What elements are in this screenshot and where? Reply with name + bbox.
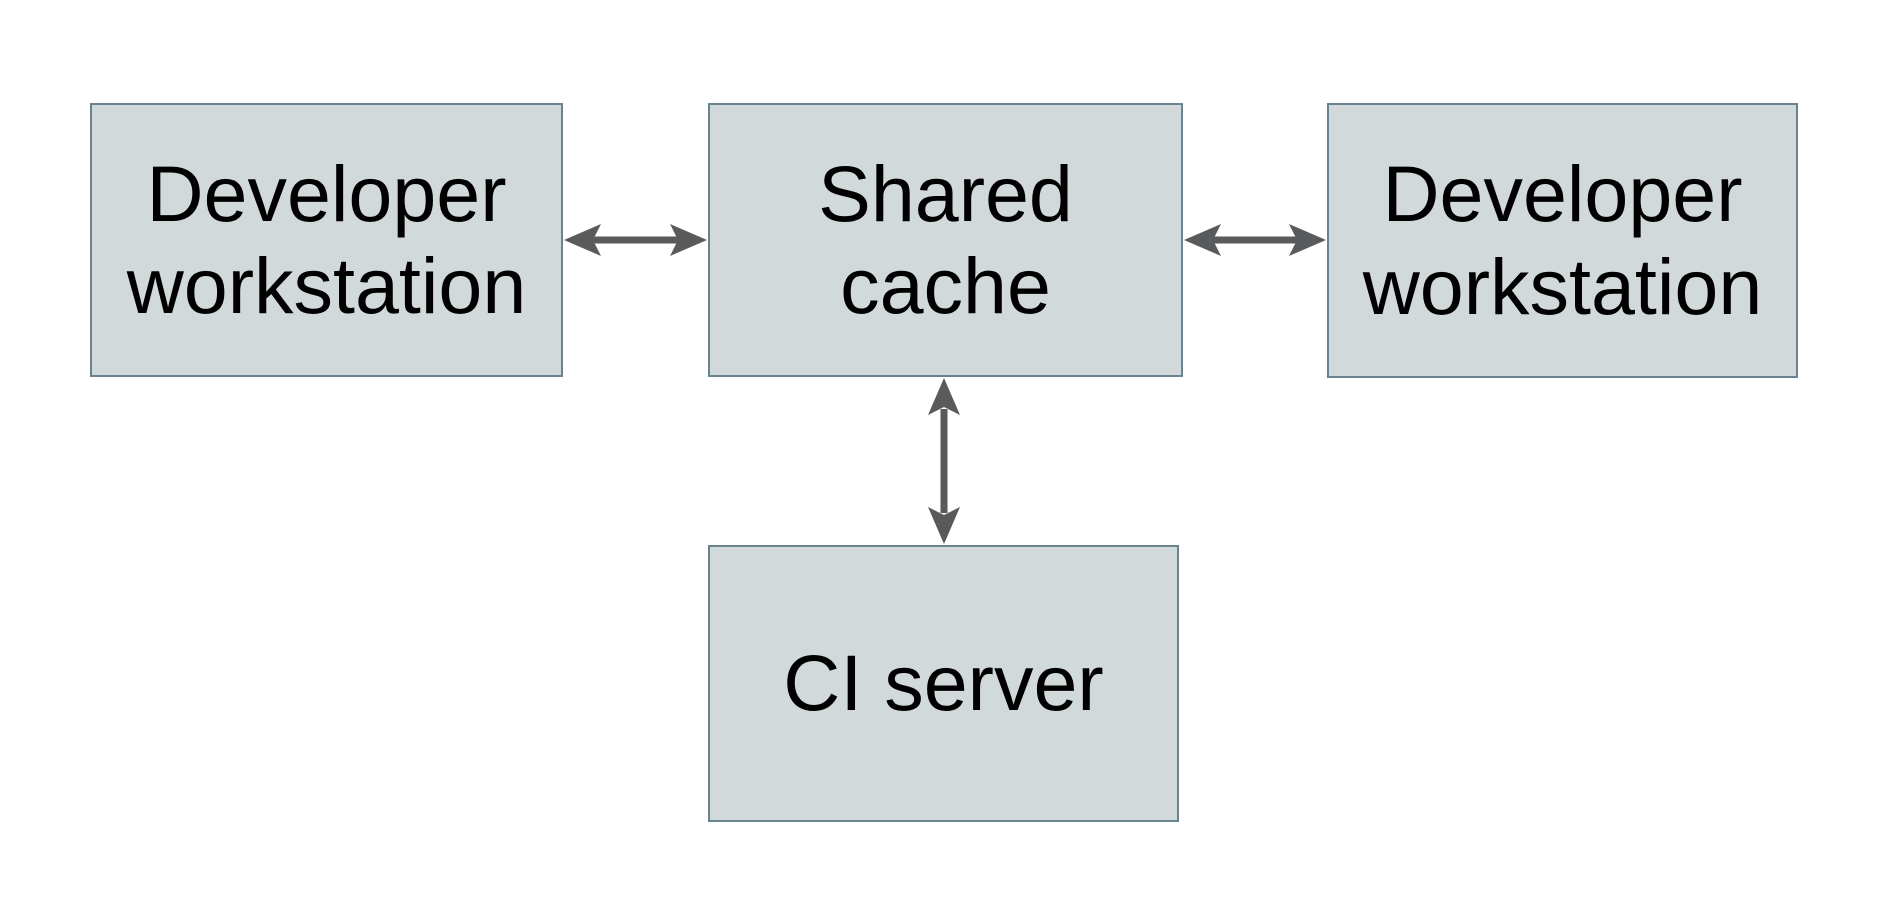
arrowhead-right-icon [1289, 224, 1326, 256]
arrowhead-up-icon [928, 378, 960, 415]
arrowhead-down-icon [928, 507, 960, 544]
double-arrow-left-workstation-cache [564, 224, 707, 256]
node-label: Developer workstation [1362, 149, 1763, 331]
arrowhead-left-icon [1184, 224, 1221, 256]
node-label: Developer workstation [126, 148, 527, 330]
arrowhead-right-icon [670, 224, 707, 256]
node-shared-cache: Shared cache [708, 103, 1183, 377]
double-arrow-cache-ci-server [928, 378, 960, 544]
node-developer-workstation-right: Developer workstation [1327, 103, 1798, 378]
node-developer-workstation-left: Developer workstation [90, 103, 563, 377]
node-label: CI server [783, 638, 1104, 728]
double-arrow-cache-right-workstation [1184, 224, 1326, 256]
node-ci-server: CI server [708, 545, 1179, 822]
arrowhead-left-icon [564, 224, 601, 256]
node-label: Shared cache [818, 148, 1073, 330]
